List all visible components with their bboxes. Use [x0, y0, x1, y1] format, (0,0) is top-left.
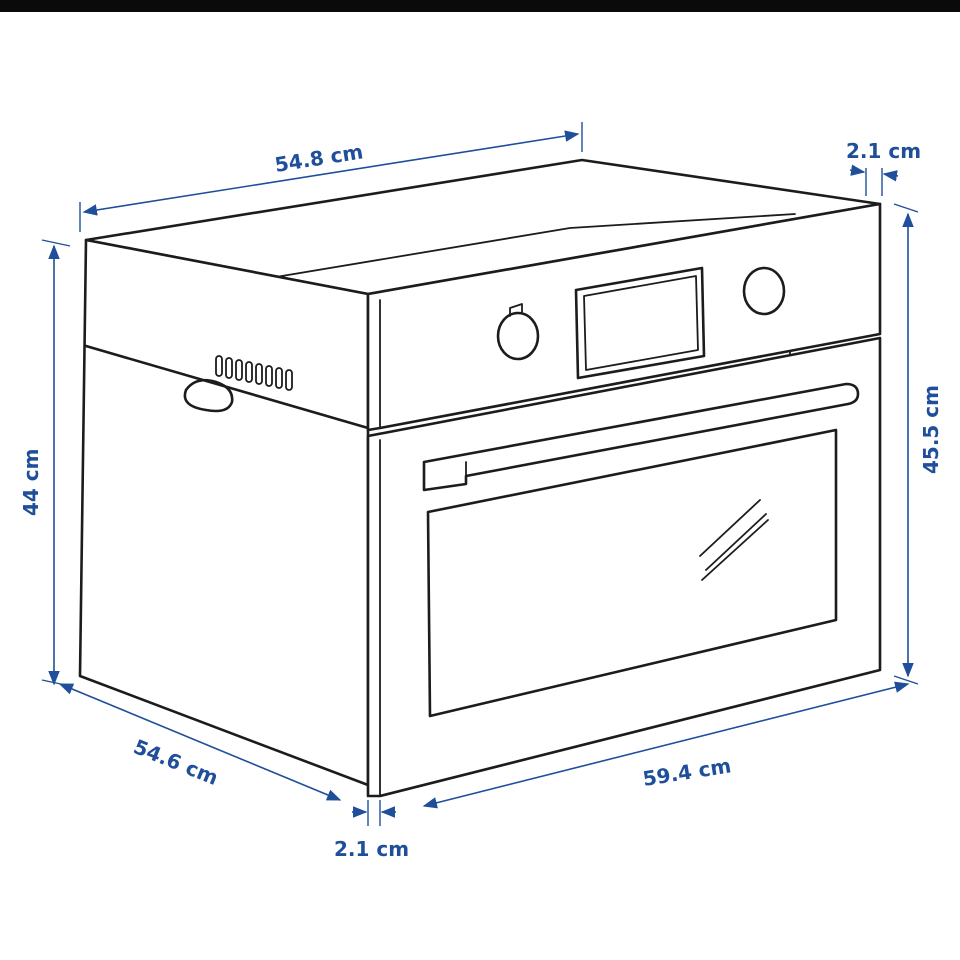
display-screen — [574, 266, 706, 380]
oven-side-face — [78, 238, 370, 787]
right-knob — [742, 266, 786, 316]
oven-front — [366, 202, 882, 798]
dim-front-thickness-bottom: 2.1 cm — [334, 837, 409, 861]
dim-front-height: 45.5 cm — [919, 385, 943, 474]
top-bar — [0, 0, 960, 12]
oven-body — [78, 158, 882, 787]
door-window-frame — [426, 428, 838, 718]
mounting-bracket — [183, 378, 234, 413]
dim-front-thickness-top: 2.1 cm — [846, 139, 921, 163]
dim-top-depth: 54.8 cm — [273, 139, 365, 177]
door-handle — [422, 382, 860, 492]
top-panel-seam — [269, 213, 796, 279]
dim-body-height: 44 cm — [19, 449, 43, 517]
dim-bottom-depth: 54.6 cm — [130, 734, 222, 790]
dimension-lines — [41, 122, 919, 826]
glass-reflection — [699, 499, 769, 581]
control-panel — [366, 202, 882, 432]
dim-front-width: 59.4 cm — [641, 753, 733, 791]
left-knob — [496, 303, 540, 361]
side-vent — [215, 355, 293, 391]
